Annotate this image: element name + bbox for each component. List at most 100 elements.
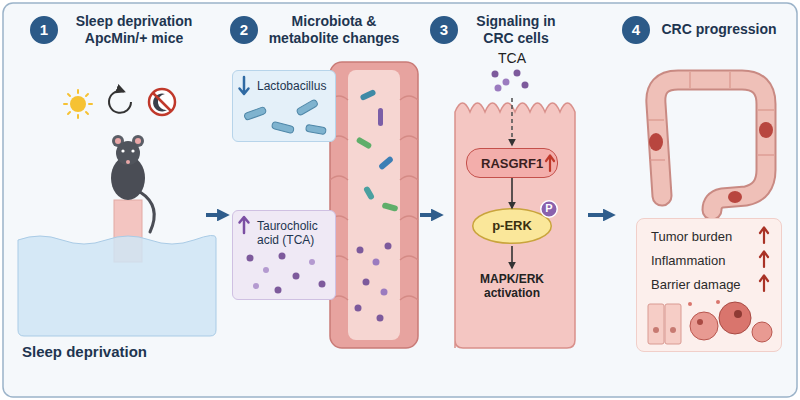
step-number-outline (431, 17, 458, 44)
colon-illustration (648, 72, 774, 160)
increase-arrow (546, 156, 768, 292)
intestine-illustration (330, 96, 418, 300)
intestine-illustration (400, 136, 418, 140)
water-tank (18, 235, 216, 336)
epithelial-cells (697, 319, 703, 325)
mouse-illustration (111, 156, 145, 200)
sun-icon (77, 115, 79, 118)
sun-icon (64, 103, 67, 105)
water-tank (18, 235, 216, 336)
intestine-illustration (400, 96, 418, 100)
step-heading: Signaling in CRC cells (464, 13, 568, 47)
mouse-illustration (116, 141, 140, 165)
flow-arrow (206, 213, 226, 217)
tca-dots (253, 283, 259, 289)
step-number-outline (623, 17, 650, 44)
metabolite-box: Taurocholic acid (TCA) (232, 210, 336, 300)
no-sleep-icon (153, 93, 171, 111)
phosphate-label: P (540, 200, 558, 218)
lactobacillus-rods (244, 99, 327, 135)
phosphate-circle: P (540, 200, 558, 218)
colon-illustration (649, 133, 663, 151)
sun-icon (64, 90, 92, 118)
tca-dots (263, 267, 269, 273)
colon-illustration (758, 154, 774, 155)
sun-icon (70, 96, 86, 112)
increase-arrow (240, 217, 249, 233)
mouse-illustration (111, 135, 154, 232)
decrease-arrow (240, 77, 249, 94)
epithelial-cells (719, 302, 751, 334)
kinase-ellipse: p-ERKP (472, 208, 552, 244)
panel-caption: Sleep deprivation (22, 343, 202, 361)
epithelial-cells (670, 327, 676, 333)
cycle-arrow-icon (109, 91, 131, 113)
intestine-illustration (400, 256, 418, 260)
step-number-text: 4 (622, 16, 650, 44)
step-number-text: 2 (230, 16, 258, 44)
phosphate-circle-outline (541, 201, 558, 218)
colon-illustration (689, 72, 690, 88)
tca-molecules (514, 70, 521, 77)
intestine-illustration (330, 62, 418, 348)
lactobacillus-rods (244, 106, 267, 120)
colon-illustration (656, 80, 766, 210)
intestine-illustration (330, 62, 418, 348)
outcome-item: Tumor burden (651, 229, 761, 245)
signal-arrow (511, 98, 513, 145)
intestine-illustration (363, 279, 370, 286)
colon-illustration (648, 119, 664, 120)
intestine-illustration (378, 156, 394, 171)
colon-illustration (758, 109, 774, 110)
signal-connector (511, 178, 513, 208)
intestine-illustration (348, 70, 400, 340)
epithelial-cells (653, 327, 659, 333)
cycle-arrow-icon (109, 91, 131, 113)
epithelial-cells (648, 304, 664, 344)
step-number: 1Sleep deprivation ApcMin/+ mice (30, 16, 58, 44)
tca-molecules (495, 85, 502, 92)
colon-illustration (728, 191, 742, 203)
lactobacillus-rods (305, 124, 326, 134)
sun-icon (68, 94, 70, 96)
step-number-text: 1 (30, 16, 58, 44)
protein-box: RASGRF1 (466, 148, 558, 178)
intestine-illustration (378, 108, 383, 126)
step-number-outline (31, 17, 58, 44)
metabolite-name: Taurocholic acid (TCA) (257, 219, 329, 248)
no-sleep-icon (149, 89, 175, 115)
increase-arrow (546, 156, 554, 172)
epithelial-cells (648, 300, 772, 344)
intestine-illustration (359, 89, 376, 101)
pathway-label: MAPK/ERK activation (462, 272, 562, 301)
intestine-illustration (377, 315, 384, 322)
increase-arrow (760, 276, 768, 292)
crc-cell-body (455, 103, 575, 348)
signal-arrow (511, 246, 513, 268)
epithelial-cells (690, 312, 718, 340)
kinase-name: p-ERK (472, 208, 552, 244)
flow-arrow (588, 213, 612, 217)
outer-frame (3, 3, 797, 397)
intestine-illustration (373, 259, 380, 266)
tca-dots (279, 253, 286, 260)
colon-illustration (648, 72, 774, 210)
sun-icon (86, 94, 88, 96)
microbe-box: Lactobacillus (232, 70, 336, 142)
increase-arrow (760, 252, 768, 268)
epithelial-cells (752, 322, 772, 342)
sun-icon (64, 90, 92, 118)
intestine-illustration (381, 289, 388, 296)
metabolite-label: TCA (490, 50, 534, 67)
step-heading: CRC progression (654, 21, 784, 38)
kinase-ellipse-outline (473, 209, 552, 244)
intestine-illustration (355, 305, 362, 312)
mouse-illustration (131, 149, 134, 152)
intestine-illustration (400, 176, 418, 180)
step-number-outline (231, 17, 258, 44)
intestine-illustration (385, 243, 392, 250)
mouse-illustration (135, 138, 141, 144)
intestine-illustration (356, 136, 373, 149)
epithelial-cells (716, 300, 720, 304)
